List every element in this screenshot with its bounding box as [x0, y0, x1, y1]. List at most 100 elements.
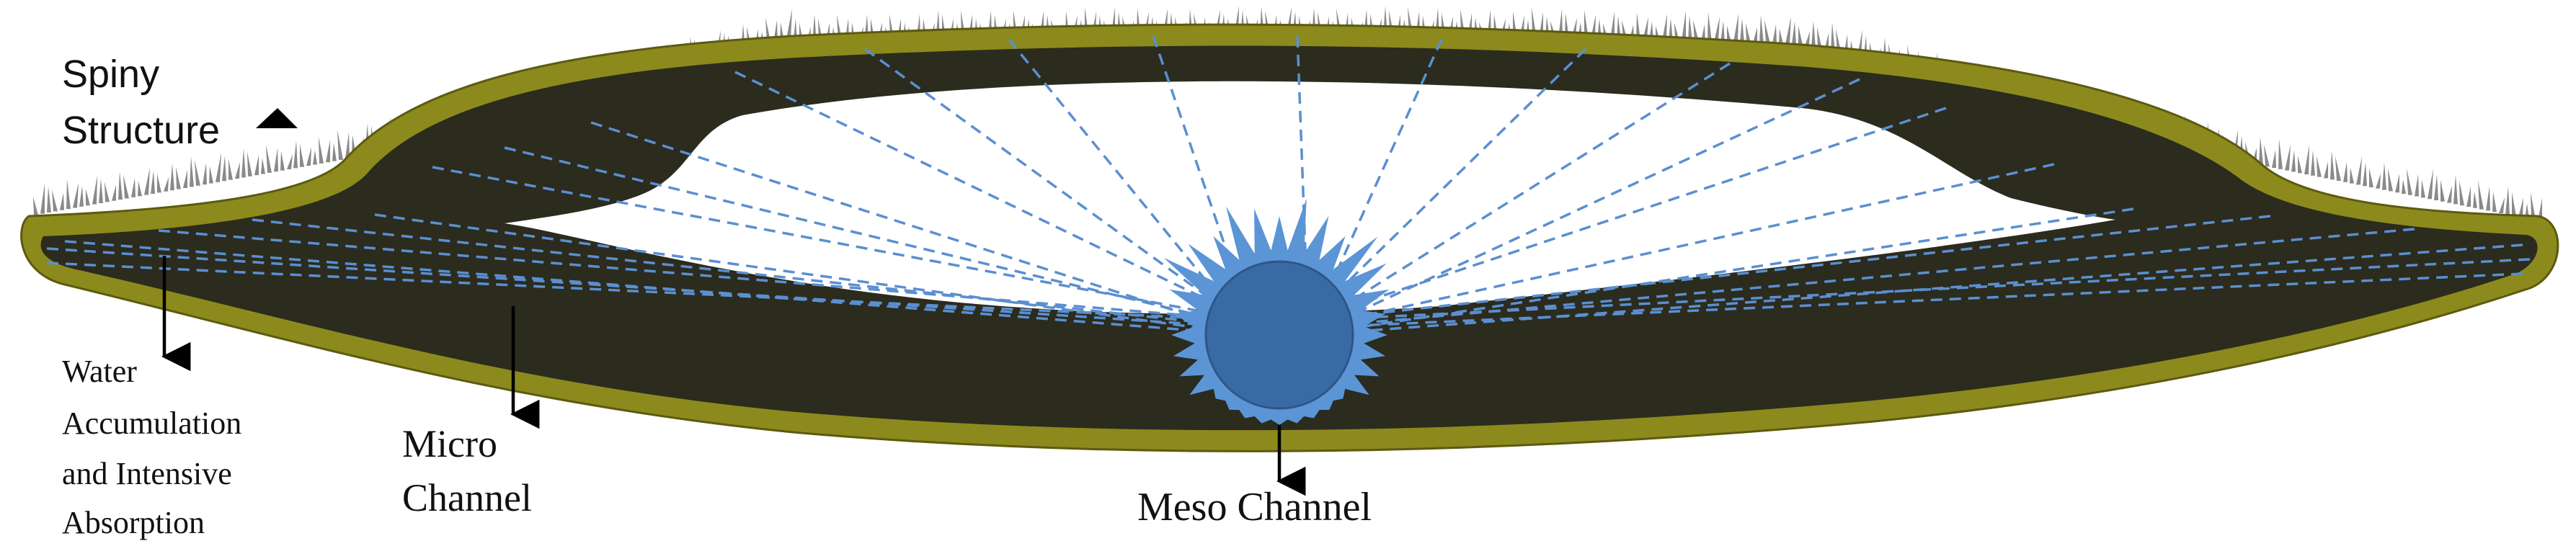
spine [1792, 21, 1796, 45]
flow-line [46, 261, 1251, 322]
spine [2518, 197, 2523, 218]
spine [2350, 167, 2354, 184]
spine [2317, 156, 2322, 177]
spine [1753, 27, 1757, 43]
spine [2291, 150, 2296, 172]
spine [2421, 179, 2425, 198]
spine [183, 169, 187, 188]
spine [313, 150, 317, 165]
spine [170, 164, 174, 191]
spine [228, 158, 233, 180]
spine [287, 154, 293, 170]
spine [2311, 150, 2315, 176]
spine [337, 130, 343, 161]
spine [332, 143, 337, 161]
flow-line [1307, 163, 2055, 329]
meso-channel-core [1204, 260, 1354, 410]
spine [2434, 174, 2438, 200]
spine [86, 189, 90, 206]
water-accumulation-label-line2: Accumulation [62, 406, 242, 441]
meso-channel-label: Meso Channel [1137, 485, 1372, 529]
spine [123, 174, 129, 199]
spine [222, 156, 226, 182]
spine [1720, 21, 1725, 43]
flow-line [863, 48, 1252, 329]
flow-line [158, 229, 1251, 322]
spine [33, 197, 38, 215]
spine [157, 174, 161, 193]
spine [2447, 185, 2452, 203]
spine [1831, 22, 1835, 53]
spine [1688, 15, 1692, 42]
spine [1772, 24, 1777, 44]
spine [79, 185, 84, 207]
spine [1669, 18, 1673, 41]
spine [2538, 197, 2542, 221]
spine [99, 179, 103, 203]
spine [1584, 9, 1589, 39]
spine [2388, 168, 2393, 192]
flow-line [504, 146, 1251, 329]
spine [1764, 19, 1770, 44]
spine [1798, 25, 1803, 45]
spine [190, 156, 194, 187]
spine [2356, 156, 2362, 185]
spine [1779, 29, 1783, 45]
spine [2486, 186, 2490, 211]
spine [2407, 168, 2412, 195]
spine [2459, 180, 2464, 206]
spine [2324, 161, 2328, 179]
spine [2259, 137, 2263, 164]
spine [235, 161, 240, 179]
spine [2525, 203, 2529, 219]
spine [2428, 169, 2433, 200]
spine [247, 151, 252, 176]
air-cavity [505, 81, 2115, 314]
spine [1733, 14, 1738, 43]
flow-line [1307, 207, 2134, 336]
spine [1727, 25, 1731, 43]
flow-line [1307, 272, 2523, 329]
spine [1759, 15, 1764, 44]
spine [151, 171, 155, 194]
water-flow-lines [46, 35, 2531, 336]
spine [300, 143, 304, 167]
spine [2440, 179, 2445, 202]
spine [112, 184, 116, 201]
spine [1817, 27, 1822, 50]
spine [2343, 161, 2348, 182]
spine [274, 148, 278, 172]
spine [105, 182, 110, 202]
spine [293, 140, 298, 169]
spine [241, 148, 246, 178]
spine [1811, 21, 1816, 48]
spine [2369, 168, 2373, 187]
spine [2272, 150, 2276, 168]
spine [2285, 144, 2291, 171]
spine [176, 166, 181, 189]
spine [1662, 14, 1667, 41]
micro-channel-label-line1: Micro [402, 422, 497, 465]
spine [92, 175, 97, 205]
spine [2395, 174, 2399, 193]
spine [2531, 192, 2536, 220]
spine [1746, 22, 1751, 43]
spine [203, 163, 207, 185]
spine [131, 177, 136, 197]
spine [118, 171, 123, 200]
flow-line [590, 121, 1251, 336]
spine [216, 152, 221, 182]
spine [2492, 192, 2497, 213]
water-accumulation-label-line1: Water [62, 354, 137, 389]
spine [1805, 31, 1810, 46]
spiny-structure-label-line1: Spiny [62, 53, 160, 96]
spine [2473, 191, 2477, 208]
spine [1714, 17, 1720, 43]
spine [1693, 19, 1699, 42]
spine [2376, 173, 2381, 189]
spine [73, 182, 79, 208]
spine [2264, 144, 2270, 167]
flow-line [1307, 48, 1587, 322]
